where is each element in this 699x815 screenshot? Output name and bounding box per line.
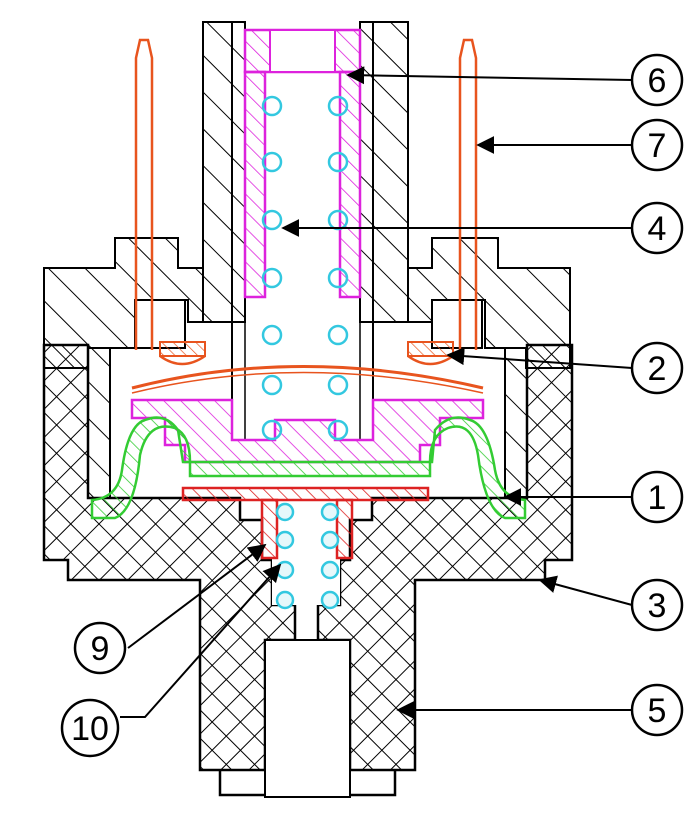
upper-spring <box>261 95 349 441</box>
callout-5: 5 <box>630 683 684 737</box>
callout-1: 1 <box>630 470 684 524</box>
callout-4: 4 <box>630 201 684 255</box>
callout-3: 3 <box>630 578 684 632</box>
callout-9: 9 <box>73 621 127 675</box>
svg-text:10: 10 <box>71 710 109 748</box>
callout-2: 2 <box>630 341 684 395</box>
callout-6: 6 <box>630 53 684 107</box>
lower-disc <box>181 486 430 560</box>
lower-spring <box>275 502 340 610</box>
svg-text:3: 3 <box>648 587 667 625</box>
push-piece <box>130 398 485 464</box>
svg-text:9: 9 <box>91 630 110 668</box>
base-housing <box>42 343 574 798</box>
svg-text:1: 1 <box>648 479 667 517</box>
svg-text:4: 4 <box>648 210 667 248</box>
svg-text:5: 5 <box>648 692 667 730</box>
terminal-pins <box>134 38 478 350</box>
diaphragm <box>90 416 527 520</box>
svg-text:2: 2 <box>648 350 667 388</box>
contact-plate <box>131 341 484 394</box>
spring-cap <box>243 28 362 299</box>
callout-10: 10 <box>60 698 120 758</box>
svg-text:7: 7 <box>648 127 667 165</box>
svg-text:6: 6 <box>648 62 667 100</box>
callout-7: 7 <box>630 118 684 172</box>
leader-lines <box>120 66 633 719</box>
